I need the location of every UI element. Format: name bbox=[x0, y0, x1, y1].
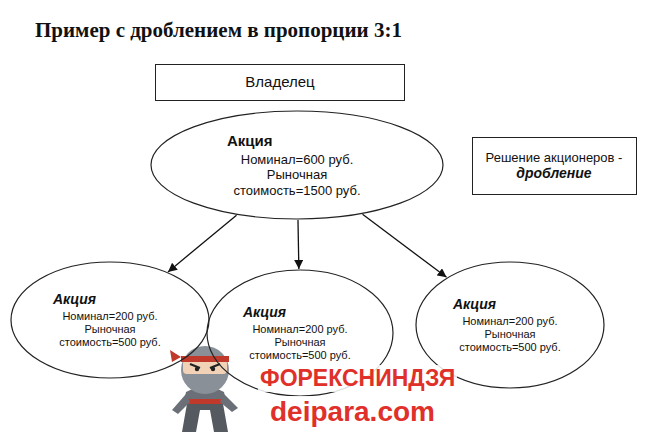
node-heading: Акция bbox=[53, 291, 167, 308]
node-content: АкцияНоминал=200 руб. Рыночная стоимость… bbox=[53, 291, 167, 349]
node-content: АкцияНоминал=200 руб. Рыночная стоимость… bbox=[453, 296, 567, 354]
node-text: Номинал=200 руб. Рыночная стоимость=500 … bbox=[453, 315, 567, 355]
ninja-arm bbox=[220, 394, 238, 412]
owner-box: Владелец bbox=[155, 64, 405, 101]
share-ellipse: АкцияНоминал=600 руб. Рыночная стоимость… bbox=[150, 110, 444, 220]
split-arrow bbox=[297, 220, 299, 269]
ninja-band bbox=[181, 356, 229, 362]
node-content: Владелец bbox=[245, 73, 314, 91]
node-heading: Акция bbox=[453, 296, 567, 313]
node-content: Решение акционеров -дробление bbox=[486, 150, 623, 182]
ninja-head bbox=[181, 346, 229, 394]
share-ellipse: АкцияНоминал=200 руб. Рыночная стоимость… bbox=[10, 261, 210, 379]
ninja-eye bbox=[195, 367, 199, 371]
ninja-brows bbox=[190, 364, 220, 368]
node-text: дробление bbox=[486, 165, 623, 182]
node-content: АкцияНоминал=200 руб. Рыночная стоимость… bbox=[243, 304, 357, 362]
node-text: Номинал=200 руб. Рыночная стоимость=500 … bbox=[243, 323, 357, 363]
node-heading: Акция bbox=[227, 132, 367, 150]
node-content: АкцияНоминал=600 руб. Рыночная стоимость… bbox=[227, 132, 367, 199]
node-heading: Владелец bbox=[245, 73, 314, 91]
watermark-url: deipara.com bbox=[268, 396, 437, 428]
ninja-figure bbox=[170, 346, 238, 432]
node-heading: Акция bbox=[243, 304, 357, 321]
node-text: Номинал=600 руб. Рыночная стоимость=1500… bbox=[227, 152, 367, 199]
ninja-face bbox=[183, 360, 227, 374]
watermark-text: ФОРЕКСНИНДЗЯ bbox=[258, 365, 457, 392]
diagram-title: Пример с дроблением в пропорции 3:1 bbox=[35, 18, 402, 43]
ninja-eye bbox=[211, 367, 215, 371]
ellipse-shape bbox=[11, 262, 209, 378]
split-arrow bbox=[363, 214, 447, 277]
ninja-arm bbox=[172, 394, 190, 414]
ellipse-shape bbox=[151, 111, 443, 219]
split-arrow bbox=[168, 215, 237, 272]
ninja-band-tail bbox=[170, 350, 181, 362]
node-text: Номинал=200 руб. Рыночная стоимость=500 … bbox=[53, 310, 167, 350]
node-heading: Решение акционеров - bbox=[486, 150, 623, 166]
decision-box: Решение акционеров -дробление bbox=[472, 137, 637, 195]
